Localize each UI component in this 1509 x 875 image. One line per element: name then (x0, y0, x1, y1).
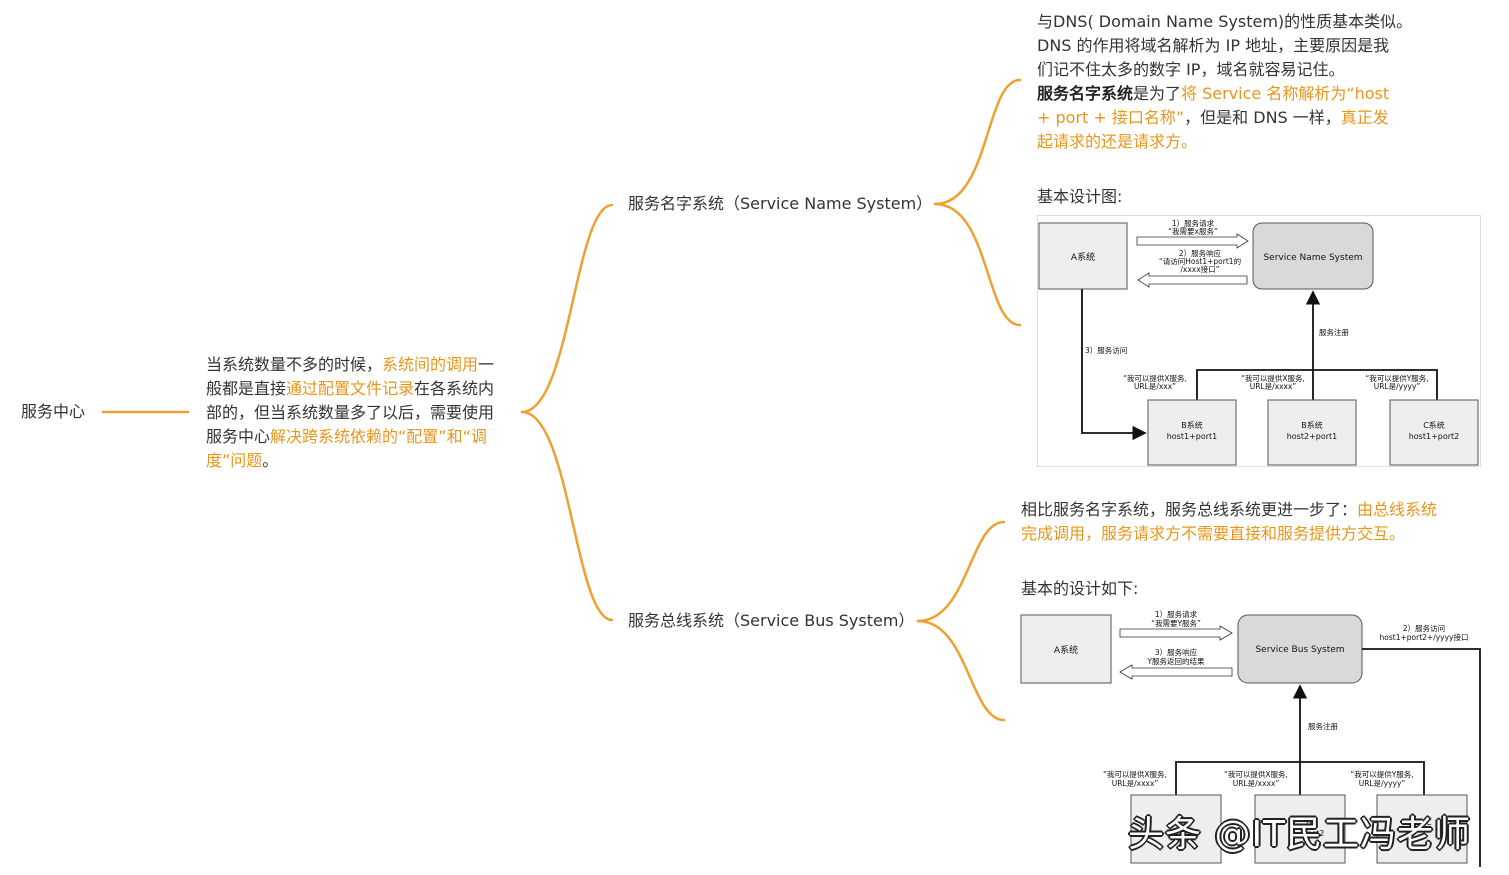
sns-design-label: 基本设计图: (1037, 187, 1123, 206)
sns-register-text: 服务注册 (1319, 327, 1349, 337)
sns-visit-text: 3）服务访问 (1085, 345, 1127, 355)
sbs-offer-1-1: “我可以提供X服务, (1103, 769, 1167, 779)
sbs-provider-box-1 (1130, 794, 1222, 864)
sns-b2-label-2: host2+port1 (1287, 432, 1338, 441)
sbs-provider-box-3 (1376, 794, 1468, 864)
sns-c-label-1: C系统 (1423, 420, 1445, 430)
sbs-request-text-1: 1）服务请求 (1155, 609, 1198, 619)
branch-sbs-label: 服务总线系统（Service Bus System） (628, 611, 915, 630)
connector-center-sbs (520, 410, 614, 622)
sbs-offer-1-2: URL是/xxxx” (1112, 779, 1159, 788)
sbs-a-system-label: A系统 (1054, 644, 1078, 656)
sns-response-text-3: /xxxx接口” (1180, 264, 1219, 274)
sns-request-text-2: “我需要x服务” (1168, 226, 1218, 236)
sbs-response-text-1: 3）服务响应 (1155, 647, 1198, 657)
center-text-1: 当系统数量不多的时候， (206, 355, 383, 374)
sbs-provider-3-label: C (1426, 818, 1432, 827)
sns-note-para: 服务名字系统是为了将 Service 名称解析为“host + port + 接… (1037, 82, 1399, 154)
sbs-note[interactable]: 相比服务名字系统，服务总线系统更进一步了：由总线系统完成调用，服务请求方不需要直… (1021, 498, 1451, 546)
sns-a-system-label: A系统 (1071, 251, 1095, 263)
sns-response-text-1: 2）服务响应 (1179, 248, 1222, 258)
sns-note-text-1: 是为了 (1133, 84, 1182, 103)
center-text-3: 在各系统内部的，但当系统数量多了以后，需要使用服务中心 (206, 379, 495, 446)
sns-offer-b1-2: URL是/xxx” (1134, 382, 1176, 391)
sbs-response-text-2: Y服务返回的结果 (1146, 656, 1205, 666)
sns-offer-b2-2: URL是/xxxx” (1250, 382, 1297, 391)
sbs-provider-2-label: B (1306, 818, 1312, 827)
connector-sbs-note (916, 520, 1006, 623)
sbs-note-highlight: 由总线系统完成调用，服务请求方不需要直接和服务提供方交互。 (1021, 500, 1438, 543)
center-text-2: 一般都是直接 (206, 355, 495, 398)
sbs-note-text: 相比服务名字系统，服务总线系统更进一步了： (1021, 500, 1358, 519)
sns-note-line2: DNS 的作用将域名解析为 IP 地址，主要原因是我们记不住太多的数字 IP，域… (1037, 36, 1390, 79)
sns-c-system-box (1389, 399, 1479, 466)
center-text-4: 。 (262, 451, 279, 470)
sbs-provider-box-2 (1254, 794, 1346, 864)
root-node[interactable]: 服务中心 (21, 400, 85, 424)
sns-a-system-box (1038, 222, 1128, 290)
sns-design-diagram: A系统 Service Name System 1）服务请求 “我需要x服务” … (1037, 215, 1481, 467)
root-label: 服务中心 (21, 402, 86, 421)
sns-b1-label-1: B系统 (1181, 420, 1203, 430)
sns-service-label: Service Name System (1263, 253, 1362, 263)
sns-note-text-2: ，但是和 DNS 一样， (1184, 108, 1341, 127)
branch-sns-label: 服务名字系统（Service Name System） (628, 194, 933, 213)
sbs-offer-3-2: URL是/yyyy” (1359, 779, 1406, 788)
sns-note[interactable]: 与DNS( Domain Name System)的性质基本类似。 DNS 的作… (1037, 10, 1413, 154)
sns-c-label-2: host1+port2 (1409, 432, 1460, 441)
sbs-design-label: 基本的设计如下: (1021, 579, 1139, 598)
sbs-offer-2-1: “我可以提供X服务, (1224, 769, 1288, 779)
sns-note-highlight-2: 真正发起请求的还是请求方。 (1037, 108, 1389, 151)
sbs-design-diagram: A系统 Service Bus System 1）服务请求 “我需要Y服务” 3… (1020, 609, 1481, 867)
sns-offer-b2-1: “我可以提供X服务, (1241, 373, 1305, 383)
sns-b-system-2-box (1267, 399, 1357, 466)
connector-sbs-diagram (916, 619, 1006, 722)
sns-request-arrow (1136, 233, 1249, 249)
sns-offer-b1-1: “我可以提供X服务, (1123, 373, 1187, 383)
sns-request-text-1: 1）服务请求 (1172, 218, 1215, 228)
branch-service-name-system[interactable]: 服务名字系统（Service Name System） (628, 192, 932, 216)
branch-service-bus-system[interactable]: 服务总线系统（Service Bus System） (628, 609, 914, 633)
sns-service-box (1252, 222, 1374, 290)
center-highlight-2: 通过配置文件记录 (286, 379, 415, 398)
sns-response-text-2: “请访问Host1+port1的 (1159, 256, 1241, 266)
sns-offer-c-1: “我可以提供Y服务, (1365, 373, 1428, 383)
center-highlight-3: 解决跨系统依赖的“配置”和“调度”问题 (206, 427, 487, 470)
sbs-register-text: 服务注册 (1308, 721, 1338, 731)
center-highlight-1: 系统间的调用 (382, 355, 479, 374)
sbs-provider-1-label: B (1186, 818, 1192, 827)
connector-center-sns (520, 203, 614, 414)
connector-sns-note (933, 78, 1022, 206)
sbs-offer-3-1: “我可以提供Y服务, (1350, 769, 1413, 779)
sns-note-highlight-1: 将 Service 名称解析为“host + port + 接口名称” (1037, 84, 1390, 127)
sns-b1-label-2: host1+port1 (1167, 432, 1218, 441)
sbs-service-label: Service Bus System (1255, 645, 1344, 655)
sns-note-bold: 服务名字系统 (1037, 84, 1134, 103)
center-node[interactable]: 当系统数量不多的时候，系统间的调用一般都是直接通过配置文件记录在各系统内部的，但… (206, 353, 498, 473)
sbs-response-arrow (1119, 664, 1233, 680)
sbs-request-text-2: “我需要Y服务” (1151, 618, 1201, 628)
sns-b-system-1-box (1147, 399, 1237, 466)
sbs-visit-text-1: 2）服务访问 (1403, 623, 1445, 633)
sns-b2-label-1: B系统 (1301, 420, 1323, 430)
watermark: 头条 @IT民工冯老师 (1128, 814, 1472, 855)
sns-note-line1: 与DNS( Domain Name System)的性质基本类似。 (1037, 12, 1413, 31)
sbs-visit-text-2: host1+port2+/yyyy接口 (1380, 632, 1469, 642)
sns-offer-c-2: URL是/yyyy” (1374, 382, 1421, 391)
connector-sns-diagram (933, 202, 1022, 327)
sbs-request-arrow (1119, 625, 1233, 641)
sbs-a-system-box (1020, 614, 1112, 684)
sbs-offer-2-2: URL是/xxxx” (1233, 779, 1280, 788)
sbs-provider-2-sub: host2 (1302, 829, 1324, 838)
sns-response-arrow (1137, 272, 1248, 288)
